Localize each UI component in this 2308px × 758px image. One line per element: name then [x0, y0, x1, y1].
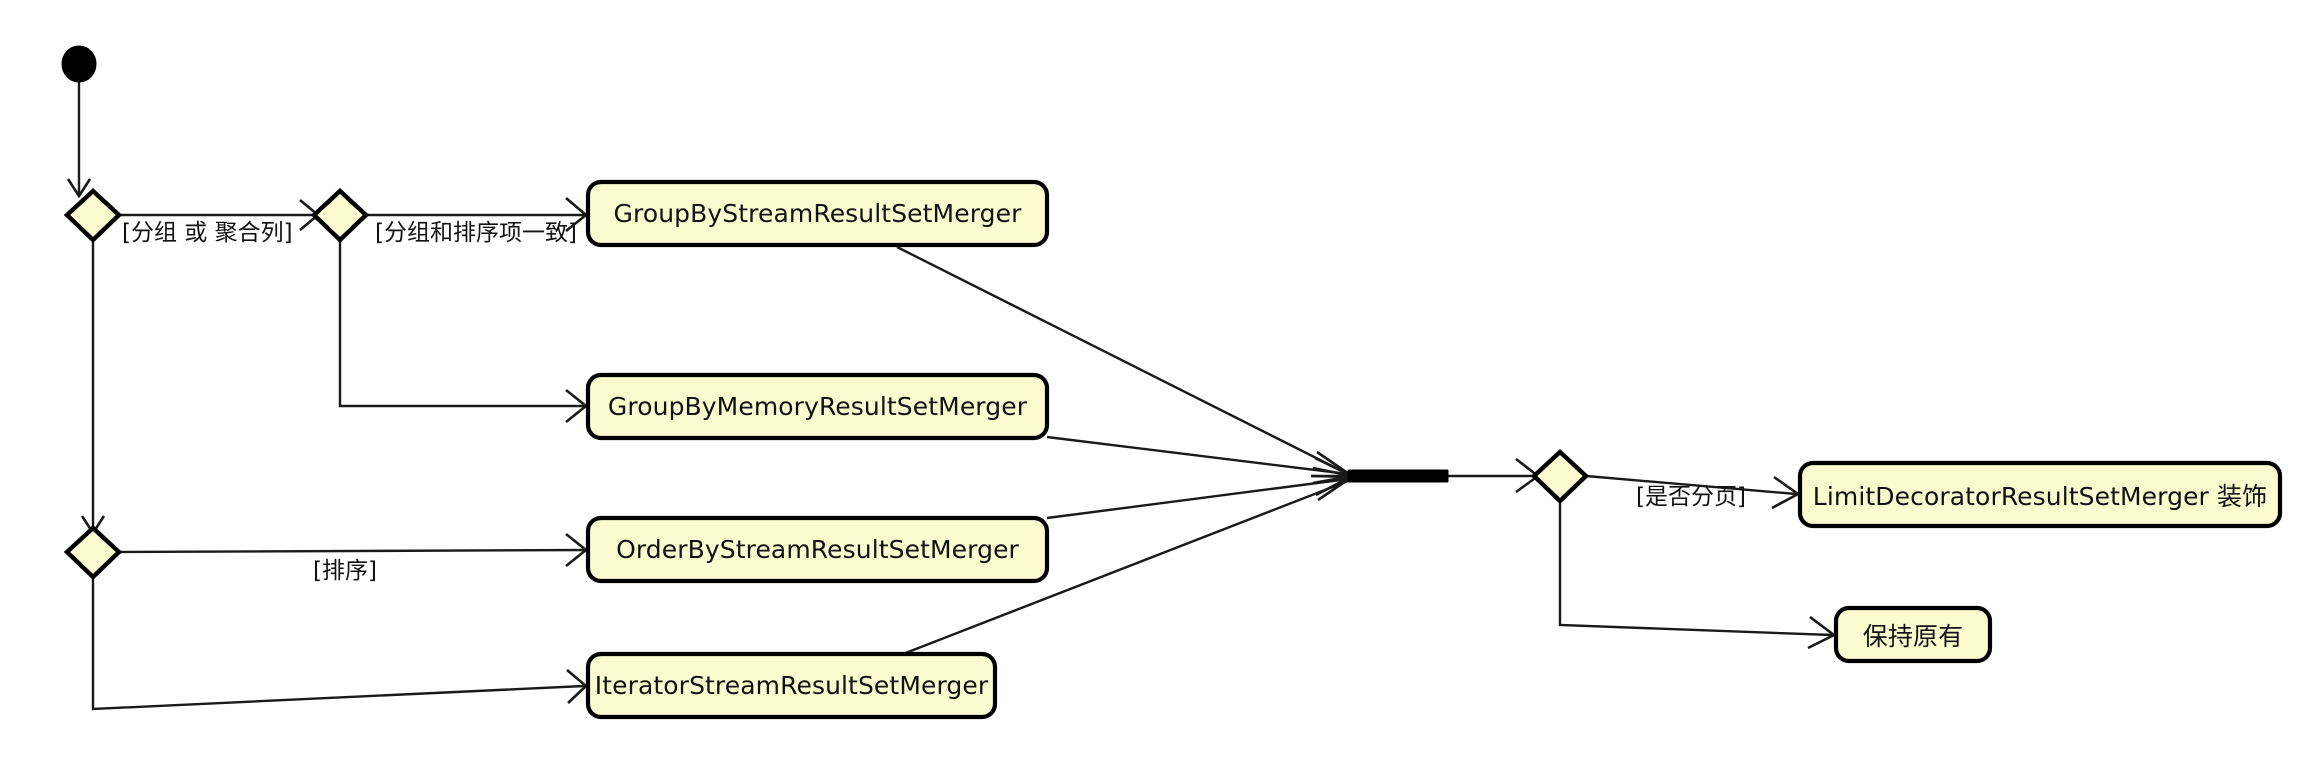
activity-node-keep-original[interactable] [1833, 605, 1993, 664]
activity-node-iteratorstream[interactable] [585, 651, 998, 720]
activity-node-limitdecorator[interactable] [1797, 460, 2283, 529]
edge-decision1-to-decision3 [80, 241, 106, 536]
activity-node-orderbystream[interactable] [585, 515, 1050, 584]
decision-orderby [63, 525, 123, 581]
activity-node-groupbymemory[interactable] [585, 372, 1050, 441]
edge-groupbymemory-to-join [1046, 435, 1357, 485]
edge-decision3-to-iteratorstream [91, 578, 588, 711]
edges-layer [66, 81, 1837, 711]
edge-groupbystream-to-join [896, 245, 1357, 478]
edge-start-to-decision1 [66, 81, 92, 199]
edge-orderbystream-to-join [1046, 466, 1356, 520]
merge-join-bar [1347, 469, 1449, 483]
guard-label-group-or-aggregate: [分组 或 聚合列] [122, 220, 293, 246]
edge-join-to-decision4 [1448, 457, 1541, 494]
activity-node-groupbystream[interactable] [585, 179, 1050, 248]
decision-group-or-aggregate [63, 188, 123, 244]
edge-decision4-to-keep-original [1558, 502, 1837, 650]
decision-limit [1530, 449, 1590, 505]
decision-groupby-orderby-same [310, 188, 370, 244]
guard-label-limit-paging: [是否分页] [1636, 484, 1746, 510]
guard-label-groupby-orderby-same: [分组和排序项一致] [375, 220, 577, 246]
edge-decision2-to-groupbymemory [338, 241, 589, 424]
start-node [61, 45, 97, 83]
guard-label-orderby: [排序] [313, 558, 377, 584]
